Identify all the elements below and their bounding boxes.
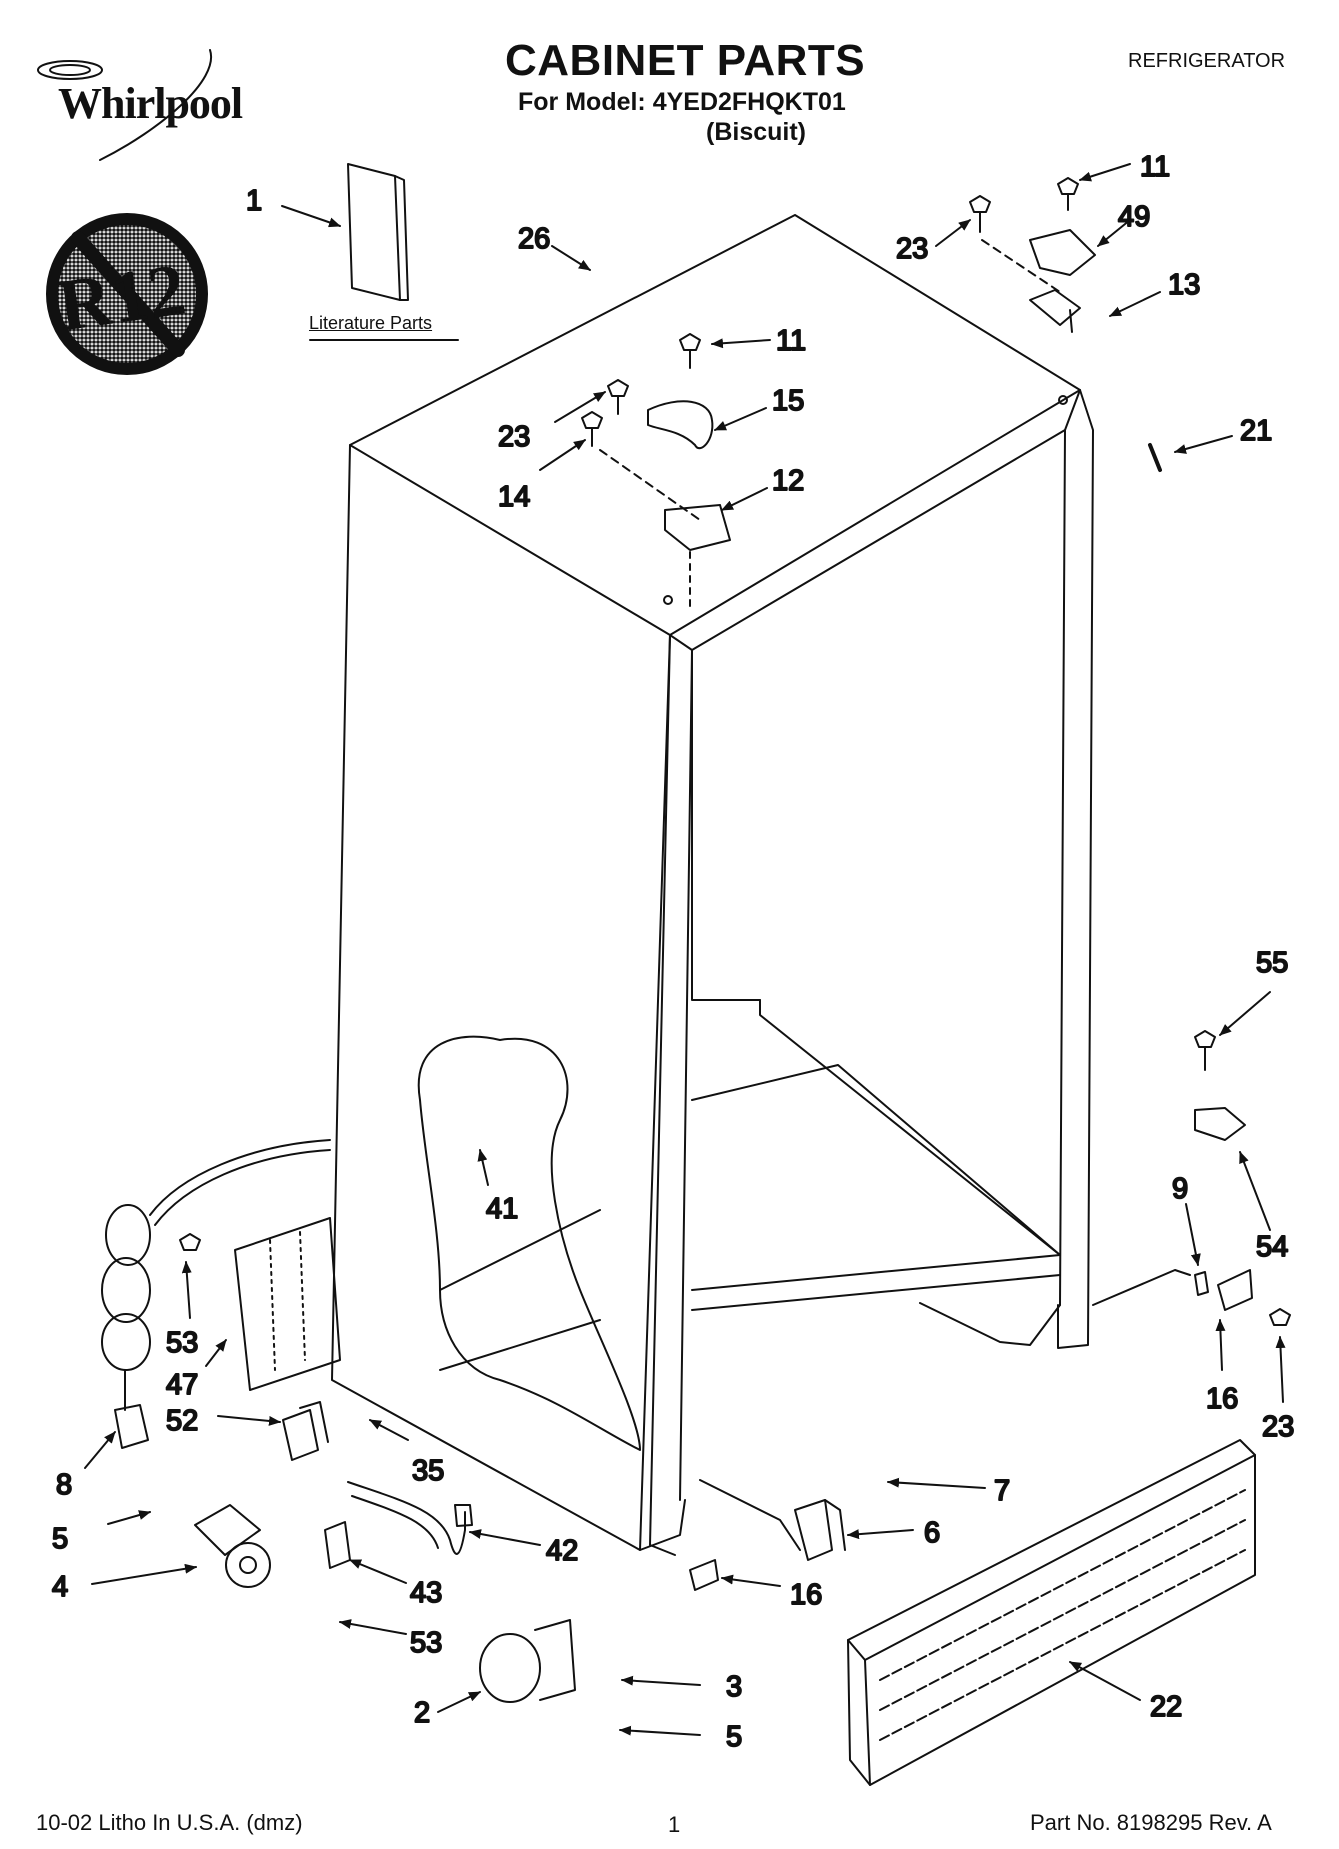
bracket-16 <box>689 1559 719 1591</box>
cabinet-shell <box>331 214 1094 1556</box>
brand-swoosh-icon <box>37 49 213 161</box>
callout-43: 43 <box>410 1577 442 1609</box>
callout-54: 54 <box>1256 1231 1288 1263</box>
literature-booklet <box>309 163 459 341</box>
no-r12-refrigerant-icon: R12 <box>46 213 208 375</box>
callout-21: 21 <box>1240 415 1272 447</box>
callout-15: 15 <box>772 385 804 417</box>
brand-logo: Whirlpool <box>58 79 243 128</box>
toe-grille <box>847 1439 1256 1786</box>
lower-hinge-right <box>1092 1107 1253 1311</box>
callout-13: 13 <box>1168 269 1200 301</box>
color-line: (Biscuit) <box>706 118 806 146</box>
callout-16: 16 <box>790 1579 822 1611</box>
callout-41: 41 <box>486 1193 518 1225</box>
callout-23: 23 <box>896 233 928 265</box>
callout-47: 47 <box>166 1369 198 1401</box>
callout-53: 53 <box>410 1627 442 1659</box>
page-title: CABINET PARTS <box>505 36 866 85</box>
page-number: 1 <box>668 1812 681 1837</box>
callout-49: 49 <box>1118 201 1150 233</box>
screw-icons <box>179 177 1291 1326</box>
roller-wheel <box>194 1504 271 1588</box>
literature-parts-label: Literature Parts <box>309 313 433 333</box>
callout-23: 23 <box>498 421 530 453</box>
callout-5: 5 <box>726 1721 742 1753</box>
callout-5: 5 <box>52 1523 68 1555</box>
leader-arrows <box>84 163 1286 1736</box>
callout-9: 9 <box>1172 1173 1188 1205</box>
callout-35: 35 <box>412 1455 444 1487</box>
callout-3: 3 <box>726 1671 742 1703</box>
water-tube <box>347 1481 473 1555</box>
callout-8: 8 <box>56 1469 72 1501</box>
callout-22: 22 <box>1150 1691 1182 1723</box>
callout-11: 11 <box>776 325 806 357</box>
callout-6: 6 <box>924 1517 940 1549</box>
callout-53: 53 <box>166 1327 198 1359</box>
callout-16: 16 <box>1206 1383 1238 1415</box>
top-hinge-right <box>981 229 1162 472</box>
callout-23: 23 <box>1262 1411 1294 1443</box>
bracket-52 <box>282 1401 329 1461</box>
tube-clip <box>324 1521 351 1569</box>
callout-2: 2 <box>414 1697 430 1729</box>
callout-labels: 1 26 11 49 23 13 11 15 23 14 12 21 55 54… <box>51 150 1295 1754</box>
electrical-box <box>234 1217 341 1391</box>
callout-52: 52 <box>166 1405 198 1437</box>
callout-12: 12 <box>772 465 804 497</box>
callout-55: 55 <box>1256 947 1288 979</box>
front-roller <box>479 1619 576 1703</box>
part-number: Part No. 8198295 Rev. A <box>1030 1810 1272 1835</box>
model-line: For Model: 4YED2FHQKT01 <box>518 88 846 116</box>
power-cord <box>101 1139 331 1449</box>
bracket-6 <box>794 1499 846 1561</box>
callout-26: 26 <box>518 223 550 255</box>
r12-badge-text: R12 <box>53 249 191 348</box>
callout-7: 7 <box>994 1475 1010 1507</box>
callout-14: 14 <box>498 481 530 513</box>
callout-1: 1 <box>246 185 262 217</box>
top-hinge-center <box>599 400 731 611</box>
footer-print-info: 10-02 Litho In U.S.A. (dmz) <box>36 1810 303 1835</box>
callout-11: 11 <box>1140 151 1170 183</box>
callout-4: 4 <box>52 1571 68 1603</box>
appliance-type: REFRIGERATOR <box>1128 50 1286 72</box>
callout-42: 42 <box>546 1535 578 1567</box>
